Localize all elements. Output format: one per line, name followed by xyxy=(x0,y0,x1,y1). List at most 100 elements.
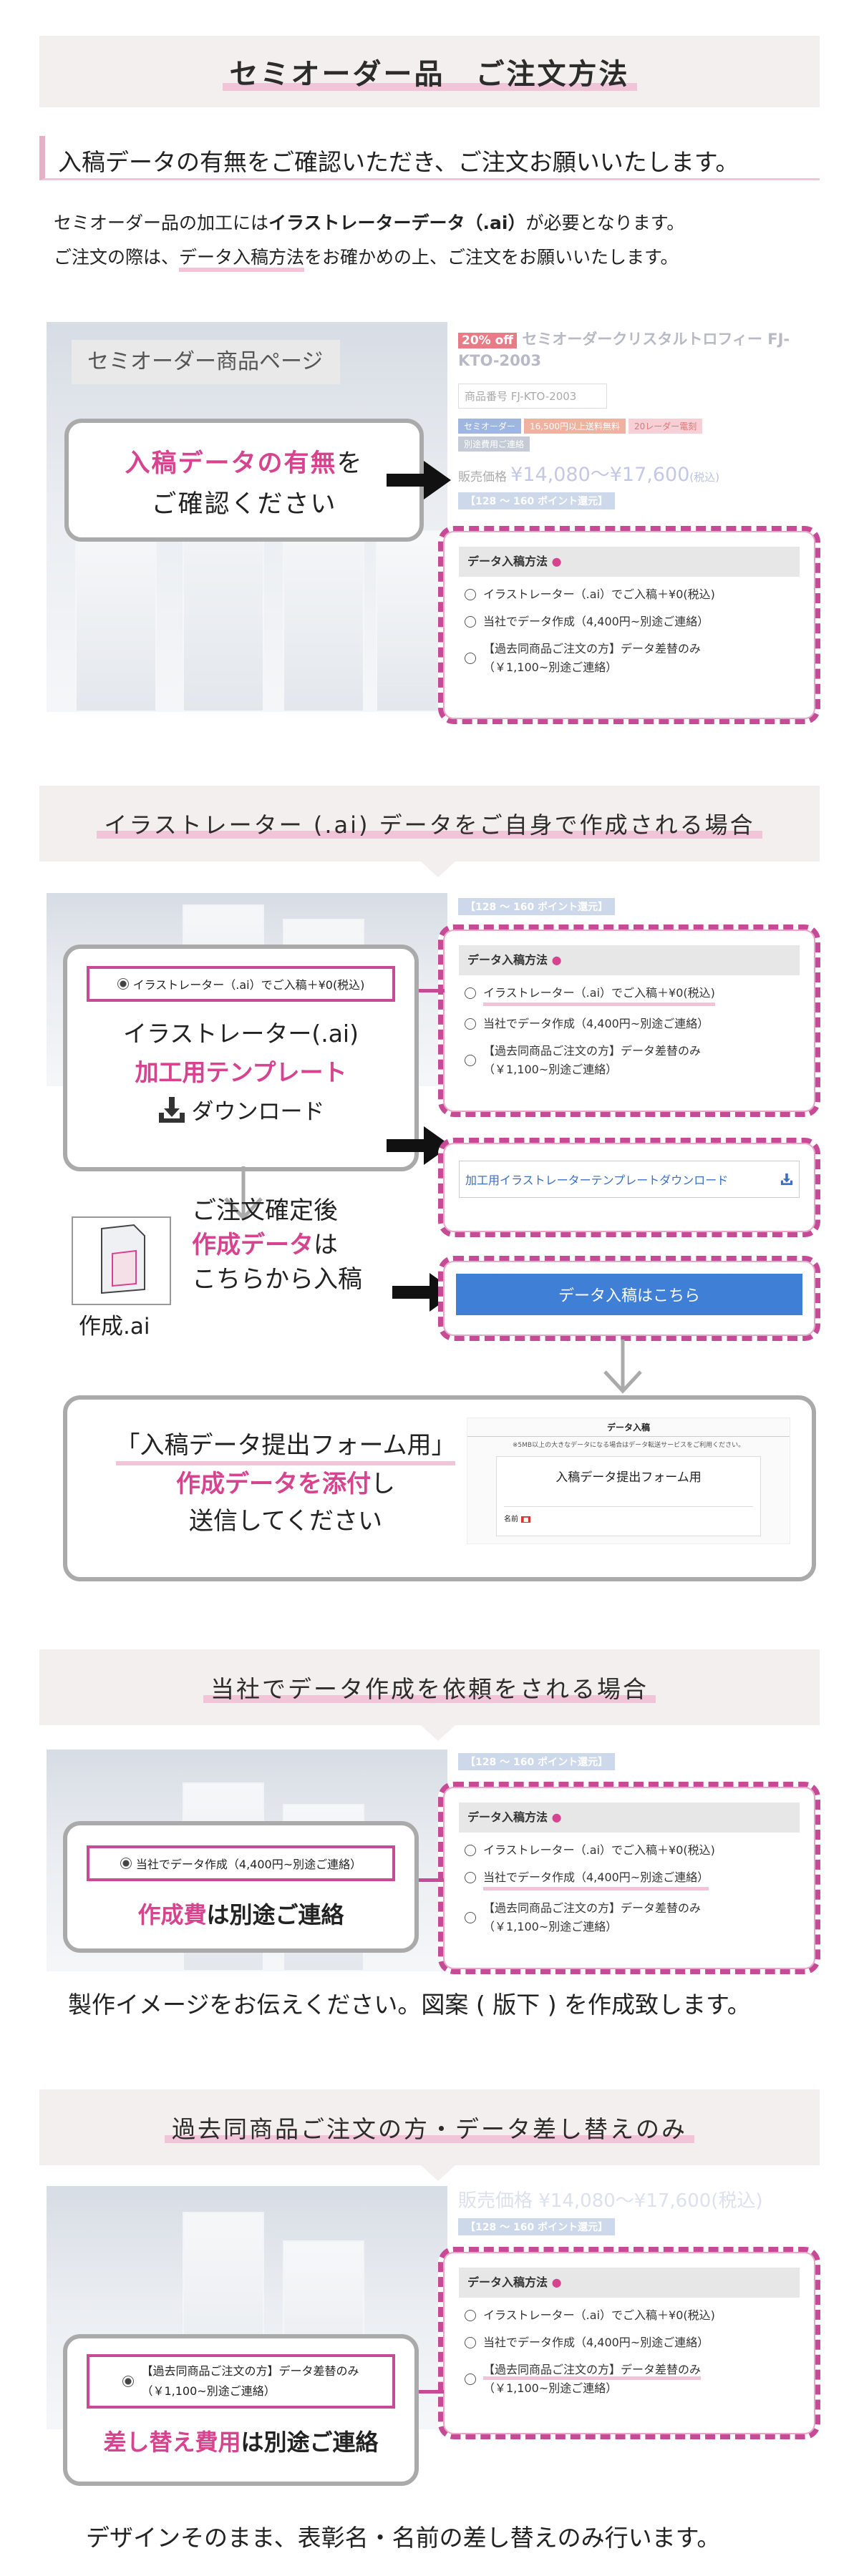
option-label: 当社でデータ作成（4,400円~別途ご連絡） xyxy=(483,2336,709,2349)
option-inhouse[interactable]: 当社でデータ作成（4,400円~別途ご連絡） xyxy=(465,2333,794,2352)
template-link-text[interactable]: 加工用イラストレーターテンプレートダウンロード xyxy=(465,1174,729,1187)
section3-title: 過去同商品ご注文の方・データ差し替えのみ xyxy=(165,2110,694,2145)
arrow-down-icon xyxy=(224,1166,263,1221)
intro-line1-post: が必要となります。 xyxy=(525,213,685,233)
callout-pink: 入稿データの有無 xyxy=(125,449,337,478)
intro-line2-pre: ご注文の際は、 xyxy=(54,247,180,268)
off-badge: 20% off xyxy=(458,333,518,348)
radio-icon xyxy=(122,2376,135,2387)
submit-button-label[interactable]: データ入稿はこちら xyxy=(558,1287,700,1305)
option-label: イラストレーター（.ai）でご入稿＋¥0(税込) xyxy=(483,2308,715,2322)
option-replace[interactable]: 【過去同商品ご注文の方】データ差替のみ （￥1,100~別途ご連絡） xyxy=(465,640,794,677)
option-illustrator[interactable]: イラストレーター（.ai）でご入稿＋¥0(税込) xyxy=(465,2306,794,2325)
option-label: 【過去同商品ご注文の方】データ差替のみ xyxy=(483,1901,702,1915)
radio-icon[interactable] xyxy=(465,616,476,628)
download-row[interactable]: ダウンロード xyxy=(67,1093,414,1126)
option-sub-label: （￥1,100~別途ご連絡） xyxy=(483,660,618,674)
option-label: 【過去同商品ご注文の方】データ差替のみ xyxy=(483,642,702,655)
intro-line2-post: をお確かめの上、ご注文をお願いいたします。 xyxy=(304,247,679,268)
submit-button[interactable]: データ入稿はこちら xyxy=(456,1274,802,1315)
form-line1: 「入稿データ提出フォーム用」 xyxy=(115,1430,456,1465)
section2-header: 当社でデータ作成を依頼をされる場合 xyxy=(39,1649,820,1725)
connector-line xyxy=(397,989,445,992)
form-pink-post: し xyxy=(371,1470,395,1498)
option-label: イラストレーター（.ai）でご入稿＋¥0(税込) xyxy=(483,587,715,601)
radio-icon[interactable] xyxy=(465,1872,476,1883)
callout-line1: イラストレーター(.ai) xyxy=(123,1020,359,1048)
intro-subheading-bar: 入稿データの有無をご確認いただき、ご注文お願いいたします。 xyxy=(39,136,820,180)
radio-icon xyxy=(120,1858,132,1869)
points-badge: 【128 ～ 160 ポイント還元】 xyxy=(458,2218,616,2235)
form-pink: 作成データを添付 xyxy=(176,1470,371,1498)
radio-icon[interactable] xyxy=(465,1055,476,1066)
option-label: イラストレーター（.ai）でご入稿＋¥0(税込) xyxy=(483,1843,715,1857)
callout-post: を xyxy=(336,449,364,478)
intro-text: セミオーダー品の加工にはイラストレーターデータ（.ai）が必要となります。 ご注… xyxy=(54,206,684,275)
option-illustrator[interactable]: イラストレーター（.ai）でご入稿＋¥0(税込) xyxy=(465,585,794,604)
cost-post: は別途ご連絡 xyxy=(241,2429,379,2456)
form-header-text: データ入稿方法 xyxy=(467,2275,548,2289)
form-header-text: データ入稿方法 xyxy=(467,1810,548,1824)
option-replace[interactable]: 【過去同商品ご注文の方】データ差替のみ（￥1,100~別途ご連絡） xyxy=(465,1899,794,1936)
option-inhouse[interactable]: 当社でデータ作成（4,400円~別途ご連絡） xyxy=(465,1868,794,1890)
intro-header: セミオーダー品 ご注文方法 xyxy=(39,36,820,107)
arrow-down-icon xyxy=(603,1340,642,1394)
option-label: 【過去同商品ご注文の方】データ差替のみ xyxy=(483,1044,702,1058)
cost-post: は別途ご連絡 xyxy=(206,1901,344,1928)
option-sub-label: （￥1,100~別途ご連絡） xyxy=(483,2381,618,2395)
section2-title: 当社でデータ作成を依頼をされる場合 xyxy=(203,1670,656,1704)
selected-option-box: 【過去同商品ご注文の方】データ差替のみ（￥1,100~別途ご連絡） xyxy=(87,2354,395,2409)
radio-icon[interactable] xyxy=(465,1845,476,1856)
after-line3: こちらから入稿 xyxy=(192,1265,362,1294)
form-header: データ入稿方法 ● xyxy=(459,547,800,577)
after-pink: 作成データ xyxy=(192,1231,314,1259)
after-line1: ご注文確定後 xyxy=(192,1196,338,1225)
tag: 別途費用ご連絡 xyxy=(458,436,530,452)
required-mark: ● xyxy=(551,953,562,967)
required-mark: ● xyxy=(551,2275,562,2289)
selected-option-label: 当社でデータ作成（4,400円~別途ご連絡） xyxy=(135,1858,362,1871)
radio-icon xyxy=(117,978,129,990)
tag: 16,500円以上送料無料 xyxy=(524,419,626,434)
template-callout: イラストレーター（.ai）でご入稿＋¥0(税込) イラストレーター(.ai) 加… xyxy=(63,945,419,1171)
template-link[interactable]: 加工用イラストレーターテンプレートダウンロード xyxy=(459,1161,800,1198)
radio-icon[interactable] xyxy=(465,1912,476,1923)
tag: セミオーダー xyxy=(458,419,522,434)
intro-subheading: 入稿データの有無をご確認いただき、ご注文お願いいたします。 xyxy=(58,148,739,176)
radio-icon[interactable] xyxy=(465,2310,476,2321)
option-illustrator[interactable]: イラストレーター（.ai）でご入稿＋¥0(税込) xyxy=(465,984,794,1006)
preview-header: データ入稿 xyxy=(467,1418,790,1437)
option-replace[interactable]: 【過去同商品ご注文の方】データ差替のみ（￥1,100~別途ご連絡） xyxy=(465,2361,794,2398)
radio-icon[interactable] xyxy=(465,653,476,664)
option-illustrator[interactable]: イラストレーター（.ai）でご入稿＋¥0(税込) xyxy=(465,1841,794,1860)
replace-callout: 【過去同商品ご注文の方】データ差替のみ（￥1,100~別途ご連絡） 差し替え費用… xyxy=(63,2334,419,2486)
form-box: データ入稿方法 ● イラストレーター（.ai）でご入稿＋¥0(税込) 当社でデー… xyxy=(438,526,820,724)
download-label: ダウンロード xyxy=(191,1099,325,1125)
preview-field-label: 名前 xyxy=(504,1516,518,1523)
option-label: 当社でデータ作成（4,400円~別途ご連絡） xyxy=(483,1868,709,1890)
section1-header: イラストレーター (.ai) データをご自身で作成される場合 xyxy=(39,786,820,862)
radio-icon[interactable] xyxy=(465,987,476,999)
radio-icon[interactable] xyxy=(465,1018,476,1030)
radio-icon[interactable] xyxy=(465,2373,476,2385)
file-label: 作成.ai xyxy=(79,1314,150,1340)
ai-file-icon xyxy=(72,1216,171,1305)
radio-icon[interactable] xyxy=(465,589,476,600)
option-inhouse[interactable]: 当社でデータ作成（4,400円~別途ご連絡） xyxy=(465,1015,794,1033)
submit-button-box: データ入稿はこちら xyxy=(438,1256,820,1341)
form-header: データ入稿方法 ● xyxy=(459,945,800,975)
option-inhouse[interactable]: 当社でデータ作成（4,400円~別途ご連絡） xyxy=(465,613,794,631)
form-box: データ入稿方法 ● イラストレーター（.ai）でご入稿＋¥0(税込) 当社でデー… xyxy=(438,924,820,1117)
price-label: 販売価格 xyxy=(458,470,507,484)
product-page-label: セミオーダー商品ページ xyxy=(72,340,340,384)
download-icon xyxy=(780,1173,793,1186)
section2-note: 製作イメージをお伝えください。図案 ( 版下 ) を作成致します。 xyxy=(68,1991,751,2019)
option-replace[interactable]: 【過去同商品ご注文の方】データ差替のみ（￥1,100~別途ご連絡） xyxy=(465,1042,794,1079)
selected-option-label: 【過去同商品ご注文の方】データ差替のみ xyxy=(141,2364,359,2378)
form-header-text: データ入稿方法 xyxy=(467,555,548,568)
tag: 20レーダー電刻 xyxy=(629,419,703,434)
radio-icon[interactable] xyxy=(465,2337,476,2348)
product-info: 20% off セミオーダークリスタルトロフィー FJ-KTO-2003 商品番… xyxy=(458,329,802,509)
product-page-label-text: セミオーダー商品ページ xyxy=(87,349,324,374)
header-notch xyxy=(421,1725,455,1741)
